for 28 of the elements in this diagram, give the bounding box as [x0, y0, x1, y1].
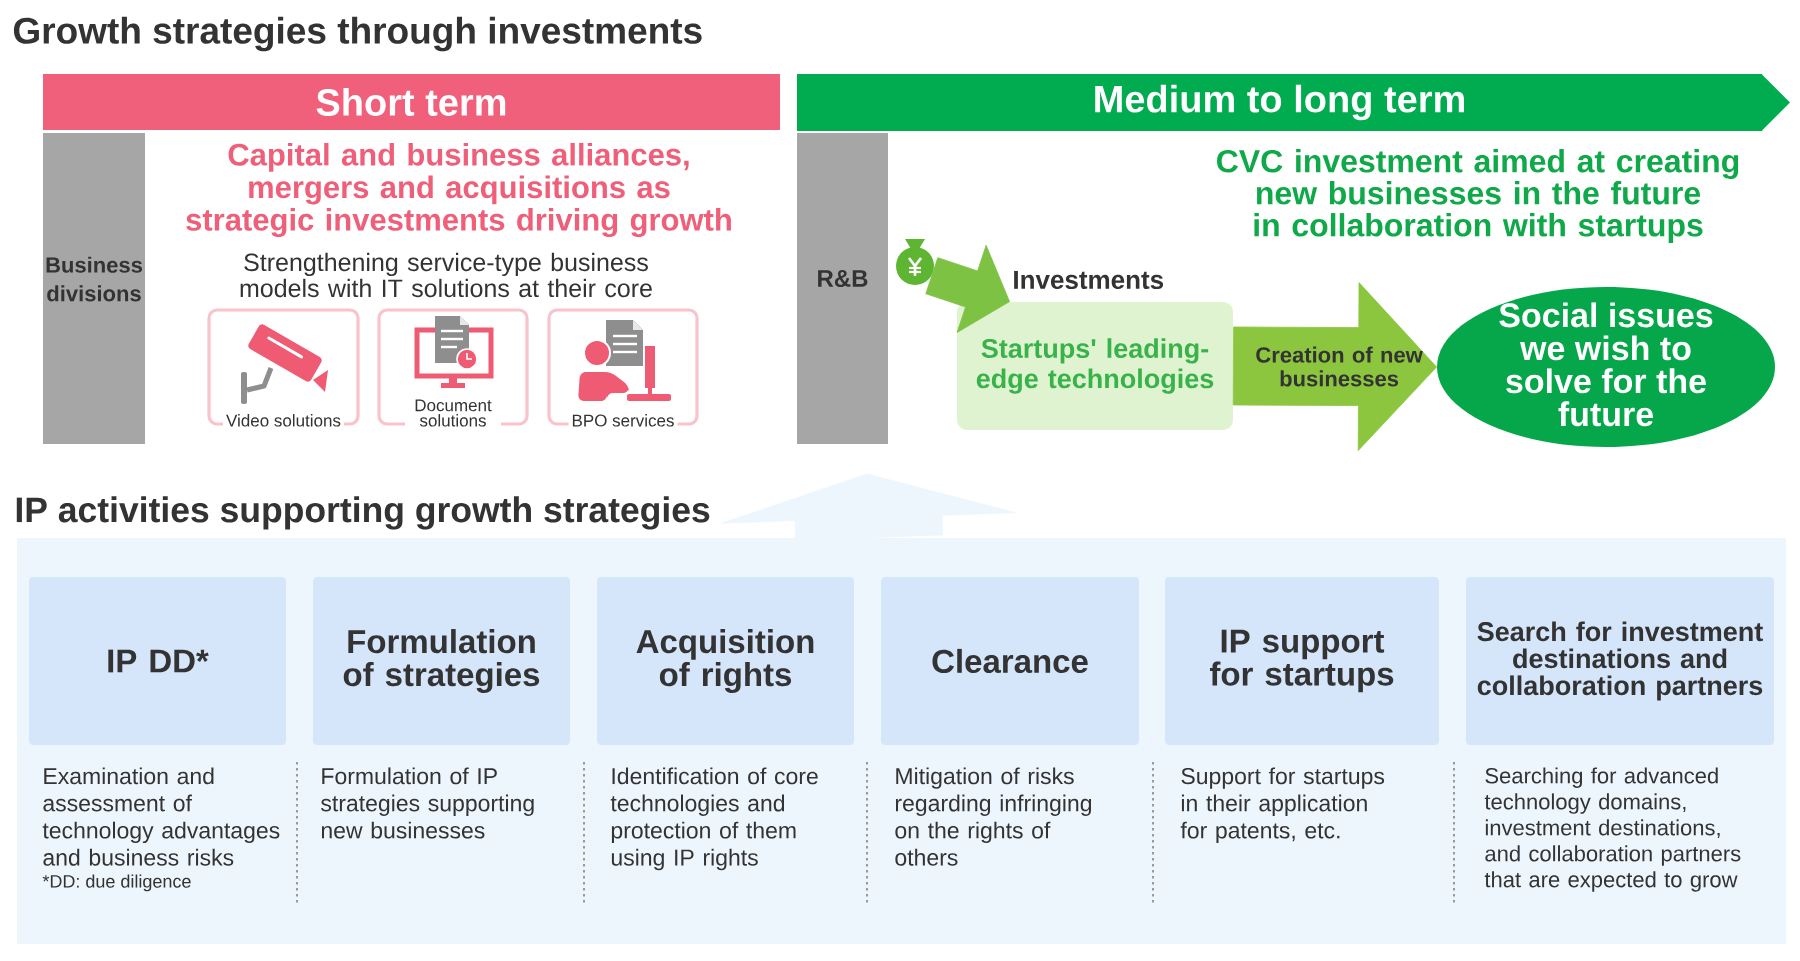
section-heading: IP activities supporting growth strategies [16, 496, 710, 530]
category-bar: R&B [797, 133, 888, 444]
block-arrow [925, 244, 1010, 333]
edge-label: Investments [1014, 270, 1164, 290]
activity-box: IP DD* [29, 577, 286, 745]
activity-box: Acquisition of rights [597, 577, 854, 745]
heading-text: CVC investment aimed at creating new businesses in the future in collaboration with startups [1217, 149, 1739, 243]
description-text: Support for startups in their application for patents, etc. [1180, 767, 1385, 844]
title: Growth strategies through investments [13, 16, 702, 52]
edge-label: Creation of new businesses [1256, 346, 1423, 387]
activity-box: IP support for startups [1165, 577, 1439, 745]
heading-text: Capital and business alliances, mergers and acquisitions as strategic investments driving growth [186, 142, 731, 238]
description-text: Formulation of IP strategies supporting new businesses [321, 767, 534, 839]
description-text: Searching for advanced technology domains, investment destinations, and collaboration partners that are expected to grow [1484, 767, 1741, 892]
technology-box: Startups' leading-edge technologies [957, 302, 1233, 430]
subheading-text: Strengthening service-type business models with IT solutions at their core [240, 252, 652, 298]
activity-box: Formulation of strategies [313, 577, 570, 745]
description-text: Examination and assessment of technology advantages and business risks [42, 767, 280, 866]
money-bag-icon [896, 239, 934, 285]
arrow-banner: Medium to long term [797, 74, 1790, 131]
block-arrow [1232, 282, 1437, 451]
banner: Short term [43, 74, 780, 130]
description-text: Identification of core technologies and protection of them using IP rights [610, 767, 818, 871]
category-bar: Business divisions [43, 133, 145, 444]
footnote: *DD: due diligence [42, 874, 191, 892]
activity-box: Search for investment destinations and collaboration partners [1466, 577, 1774, 745]
description-text: Mitigation of risks regarding infringing on the rights of others [895, 767, 1092, 866]
activity-box: Clearance [881, 577, 1139, 745]
